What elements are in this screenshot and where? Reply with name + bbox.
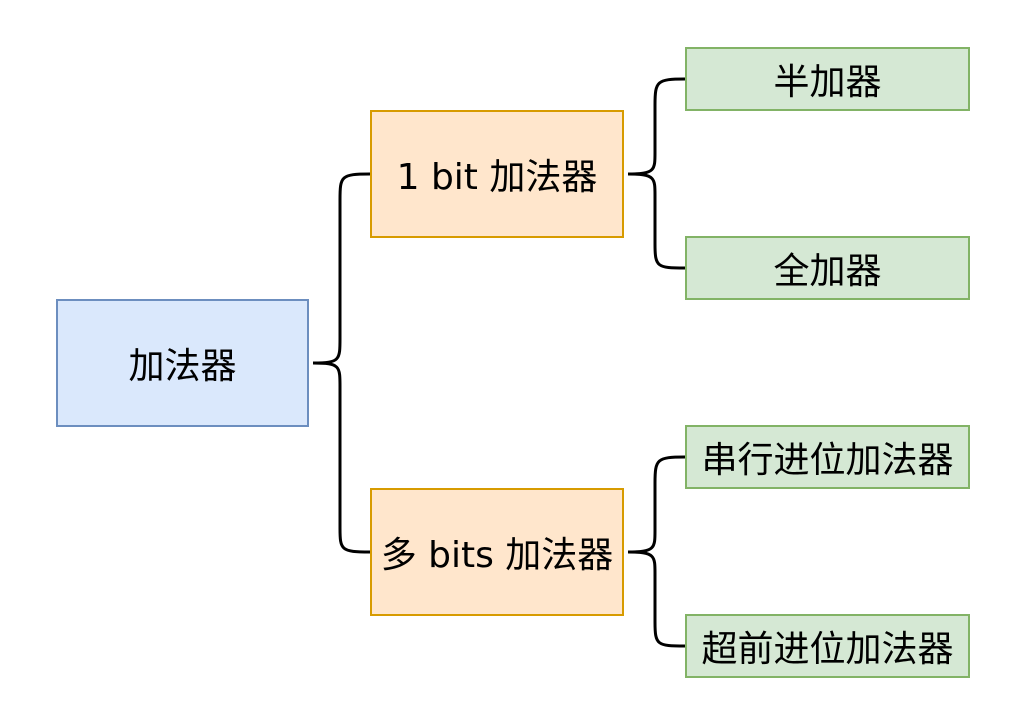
branch-node-label: 多 bits 加法器	[380, 535, 614, 576]
root-node-label: 加法器	[128, 346, 237, 387]
connector-multi-to-cla	[627, 550, 686, 648]
connector-root-to-1bit	[312, 172, 371, 365]
leaf-node-half-adder: 半加器	[685, 47, 970, 111]
leaf-node-label: 超前进位加法器	[701, 629, 954, 670]
connector-multi-to-ripple	[627, 455, 686, 554]
leaf-node-full-adder: 全加器	[685, 236, 970, 300]
leaf-node-label: 半加器	[773, 62, 882, 103]
leaf-node-label: 全加器	[773, 251, 882, 292]
connector-root-to-multi	[312, 361, 371, 554]
branch-node-label: 1 bit 加法器	[396, 157, 598, 198]
connector-1bit-to-full	[627, 172, 686, 270]
leaf-node-carry-lookahead-adder: 超前进位加法器	[685, 614, 970, 678]
leaf-node-ripple-carry-adder: 串行进位加法器	[685, 425, 970, 489]
leaf-node-label: 串行进位加法器	[701, 440, 954, 481]
connector-1bit-to-half	[627, 77, 686, 176]
branch-node-multi-bit-adder: 多 bits 加法器	[370, 488, 624, 616]
branch-node-1bit-adder: 1 bit 加法器	[370, 110, 624, 238]
root-node-adder: 加法器	[56, 299, 309, 427]
